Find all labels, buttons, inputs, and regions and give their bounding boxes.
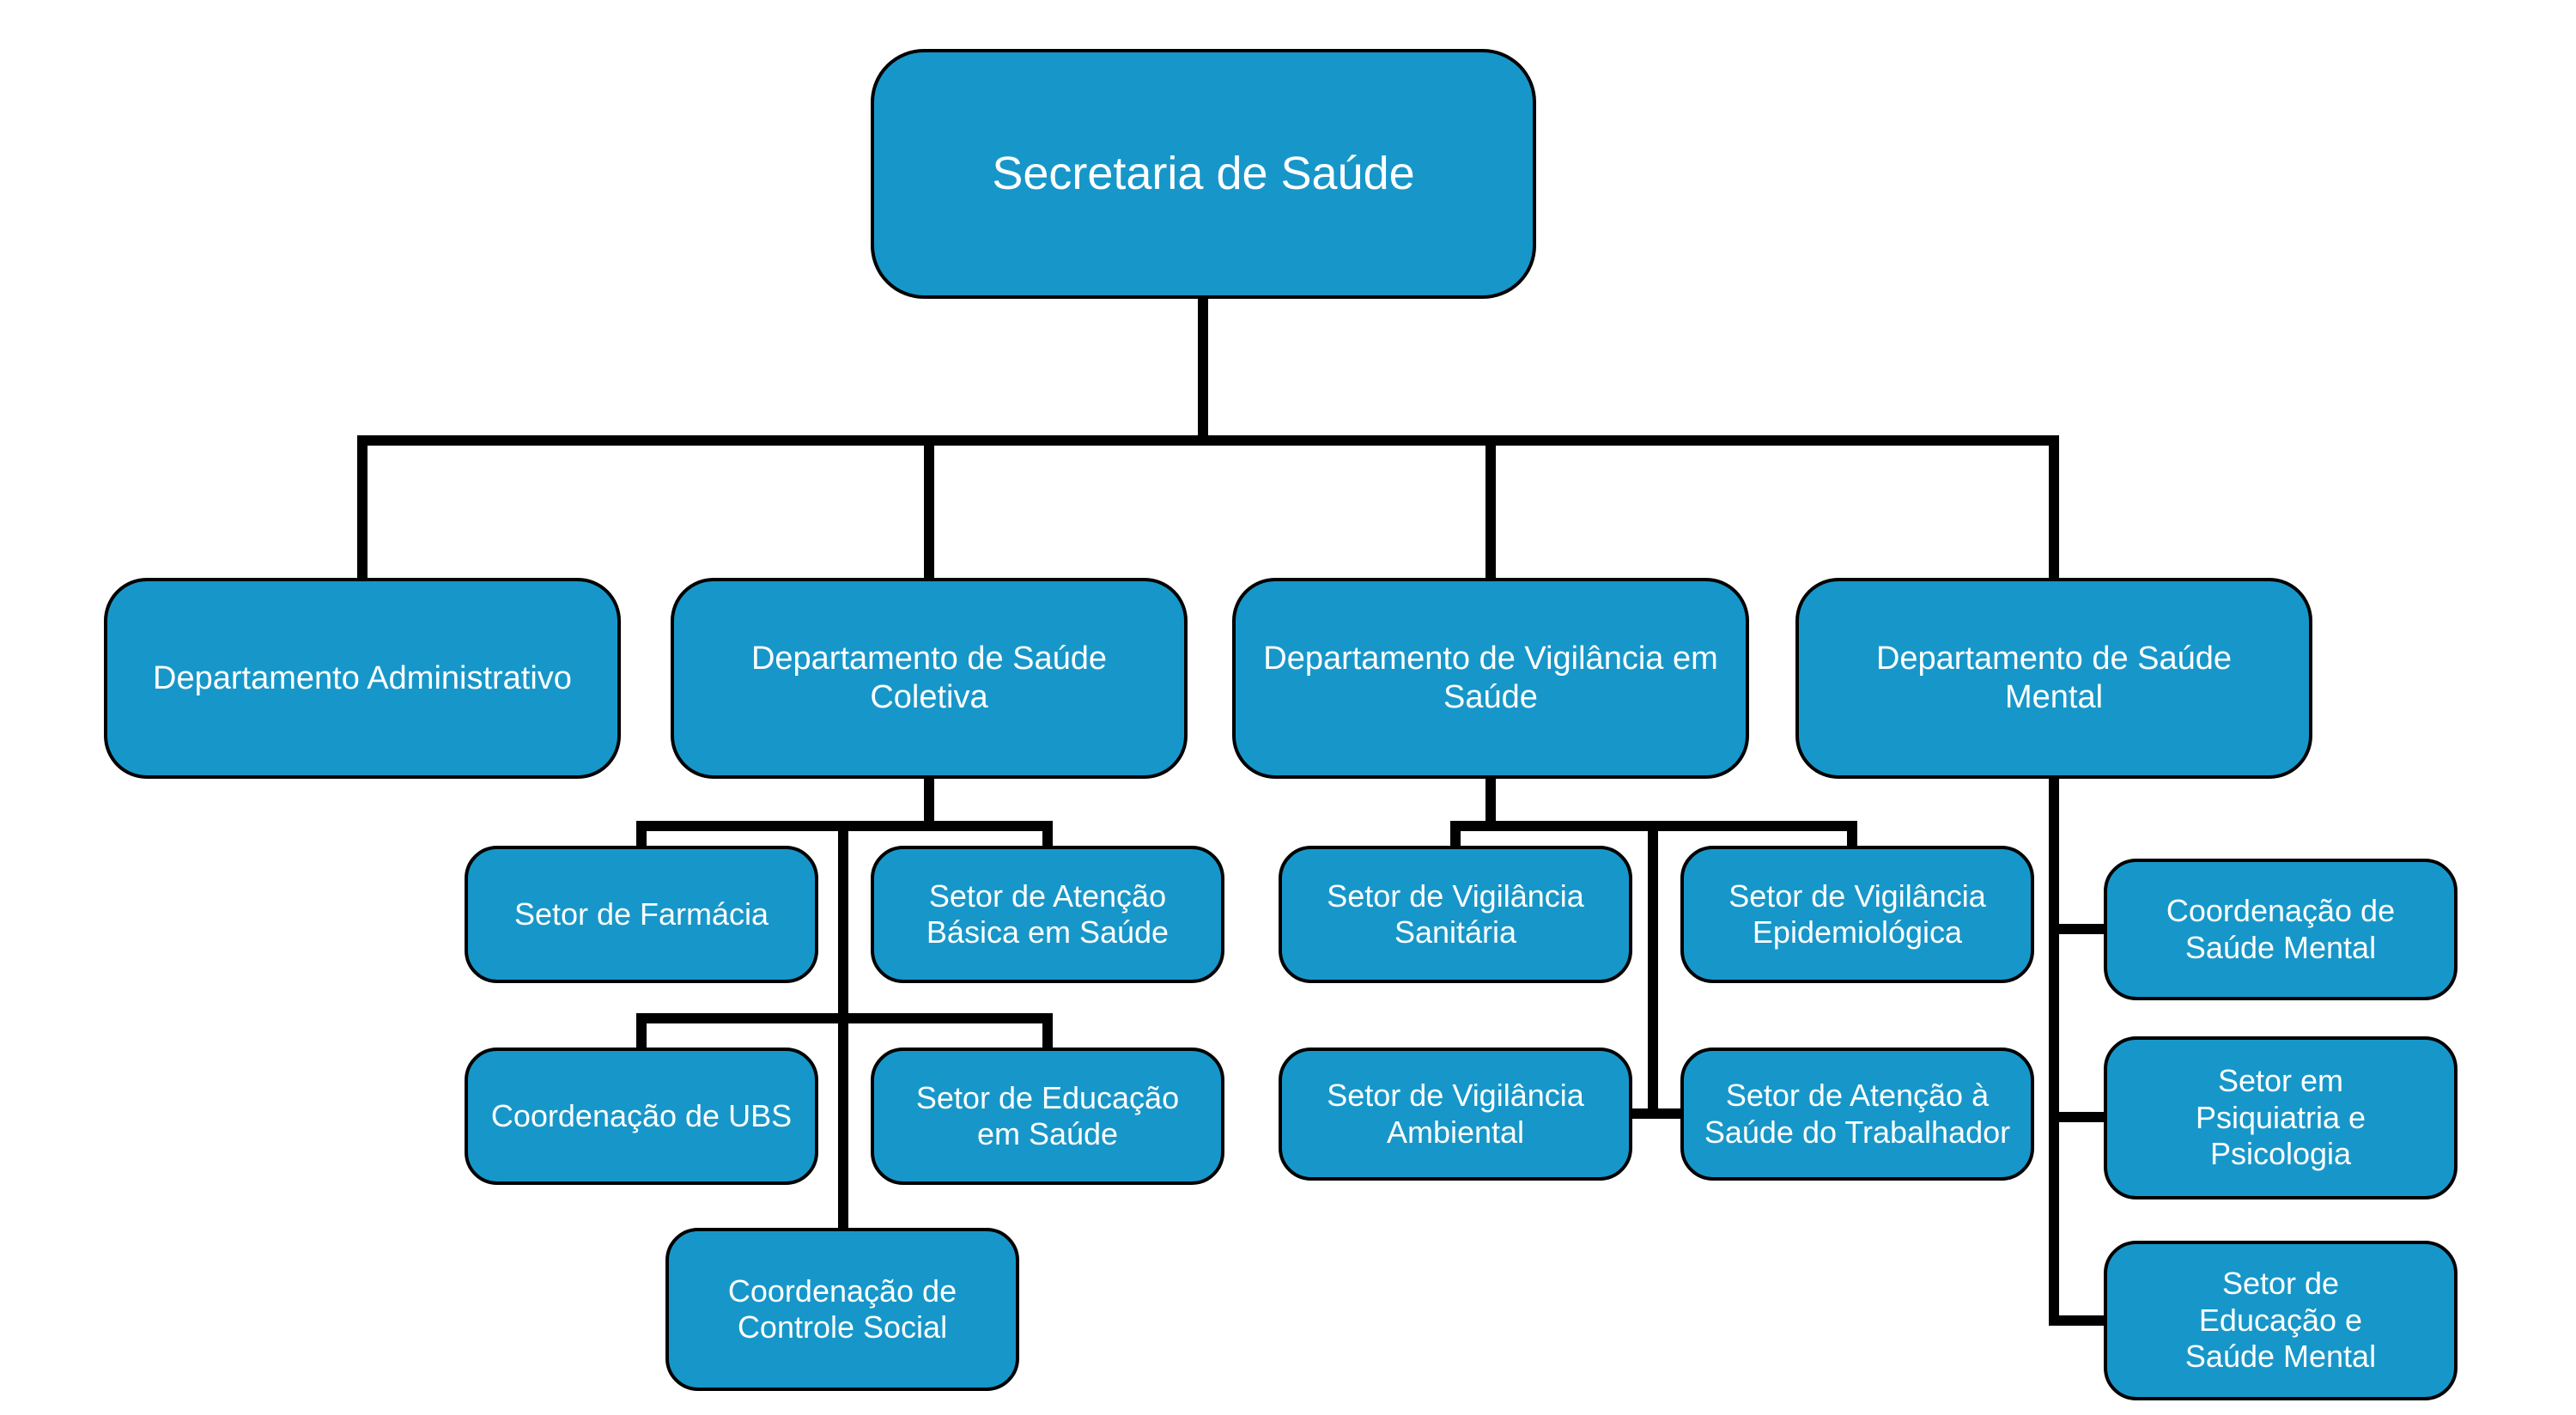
- connector-main-bus: [357, 435, 2059, 446]
- node-setor-farmacia: Setor de Farmácia: [465, 846, 818, 983]
- node-setor-educacao-saude-mental: Setor de Educação e Saúde Mental: [2104, 1241, 2458, 1400]
- node-label: Setor em Psiquiatria e Psicologia: [2195, 1063, 2366, 1172]
- node-setor-atencao-basica: Setor de Atenção Básica em Saúde: [871, 846, 1224, 983]
- connector-coletiva-stub: [924, 779, 934, 831]
- node-departamento-administrativo: Departamento Administrativo: [104, 578, 621, 779]
- node-coordenacao-ubs: Coordenação de UBS: [465, 1048, 818, 1185]
- node-label: Coordenação de UBS: [490, 1097, 793, 1133]
- node-setor-psiquiatria-psicologia: Setor em Psiquiatria e Psicologia: [2104, 1036, 2458, 1199]
- node-coordenacao-controle-social: Coordenação de Controle Social: [665, 1228, 1019, 1391]
- connector-mental-spine: [2049, 779, 2059, 1326]
- node-label: Coordenação de Controle Social: [727, 1272, 957, 1345]
- node-label: Setor de Vigilância Ambiental: [1327, 1078, 1584, 1150]
- node-vigilancia-epidemiologica: Setor de Vigilância Epidemiológica: [1680, 846, 2034, 983]
- node-label: Setor de Educação em Saúde: [915, 1079, 1180, 1151]
- connector-drop-atencao-basica: [1042, 821, 1053, 850]
- connector-drop-admin: [357, 435, 368, 578]
- connector-drop-coletiva: [924, 435, 934, 578]
- node-label: Secretaria de Saúde: [992, 147, 1415, 199]
- node-label: Setor de Atenção à Saúde do Trabalhador: [1704, 1078, 2011, 1150]
- connector-drop-epidemiologica: [1847, 821, 1857, 850]
- node-secretaria-de-saude: Secretaria de Saúde: [871, 49, 1536, 299]
- node-label: Coordenação de Saúde Mental: [2166, 893, 2396, 965]
- node-atencao-saude-trabalhador: Setor de Atenção à Saúde do Trabalhador: [1680, 1048, 2034, 1181]
- connector-coletiva-bus2: [636, 1013, 1053, 1023]
- connector-stub-educacao-saude-mental: [2049, 1315, 2109, 1326]
- connector-stub-coord-saude-mental: [2049, 924, 2109, 934]
- node-coordenacao-saude-mental: Coordenação de Saúde Mental: [2104, 859, 2458, 1000]
- connector-drop-ubs: [636, 1013, 647, 1052]
- connector-vigilancia-spine: [1648, 821, 1658, 1119]
- node-label: Departamento Administrativo: [153, 659, 572, 696]
- node-label: Departamento de Saúde Mental: [1875, 641, 2233, 715]
- node-label: Departamento de Saúde Coletiva: [750, 641, 1108, 715]
- connector-stub-psiquiatria: [2049, 1112, 2109, 1122]
- connector-vigilancia-cross: [1627, 1108, 1687, 1119]
- node-label: Setor de Farmácia: [513, 896, 769, 932]
- node-departamento-saude-coletiva: Departamento de Saúde Coletiva: [671, 578, 1188, 779]
- connector-drop-vigilancia: [1485, 435, 1496, 578]
- connector-drop-mental: [2049, 435, 2059, 578]
- node-departamento-saude-mental: Departamento de Saúde Mental: [1795, 578, 2312, 779]
- connector-vigilancia-stub: [1485, 779, 1496, 831]
- connector-drop-sanitaria: [1450, 821, 1461, 850]
- node-vigilancia-ambiental: Setor de Vigilância Ambiental: [1279, 1048, 1632, 1181]
- node-label: Departamento de Vigilância em Saúde: [1263, 641, 1718, 715]
- node-label: Setor de Vigilância Sanitária: [1327, 878, 1584, 950]
- node-setor-educacao-saude: Setor de Educação em Saúde: [871, 1048, 1224, 1185]
- node-vigilancia-sanitaria: Setor de Vigilância Sanitária: [1279, 846, 1632, 983]
- node-label: Setor de Vigilância Epidemiológica: [1728, 878, 1986, 950]
- node-label: Setor de Atenção Básica em Saúde: [926, 878, 1170, 950]
- node-departamento-vigilancia-saude: Departamento de Vigilância em Saúde: [1232, 578, 1749, 779]
- connector-drop-educacao-saude: [1042, 1013, 1053, 1052]
- connector-drop-farmacia: [636, 821, 647, 850]
- node-label: Setor de Educação e Saúde Mental: [2184, 1266, 2377, 1375]
- connector-root-vertical: [1198, 299, 1208, 446]
- connector-coletiva-spine: [838, 821, 848, 1231]
